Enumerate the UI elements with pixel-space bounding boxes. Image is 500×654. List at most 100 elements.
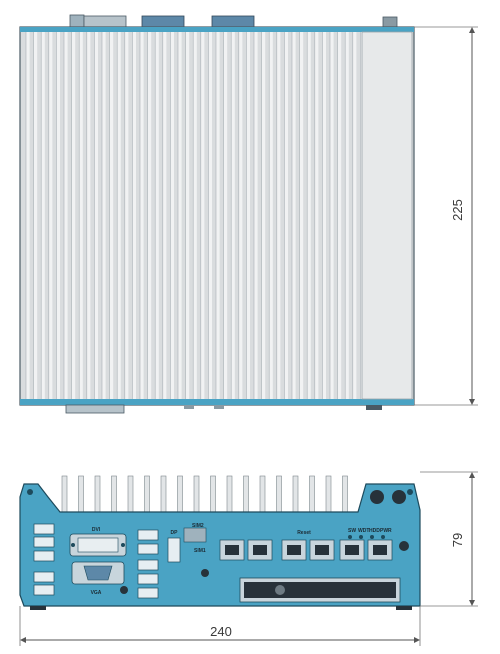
lan-port bbox=[219, 539, 245, 561]
vga-label: VGA bbox=[91, 590, 102, 596]
fin-highlight bbox=[71, 32, 76, 399]
fin-highlight bbox=[124, 32, 129, 399]
fin-highlight bbox=[64, 32, 68, 399]
side-panel bbox=[361, 31, 413, 400]
depth-label: 225 bbox=[450, 199, 465, 221]
fin-highlight bbox=[41, 32, 45, 399]
fin-highlight bbox=[261, 32, 266, 399]
height-dimension: 79 bbox=[420, 471, 478, 607]
antenna-hole-icon bbox=[370, 490, 384, 504]
vga-port: VGA bbox=[71, 561, 125, 596]
led-label-hdd: HDD bbox=[369, 528, 380, 534]
front-fin bbox=[144, 475, 150, 513]
lan-ports bbox=[219, 539, 393, 561]
front-fin bbox=[61, 475, 68, 513]
bottom-connector bbox=[184, 405, 194, 409]
lan-port bbox=[247, 539, 273, 561]
fin-highlight bbox=[102, 32, 106, 399]
fin-highlight bbox=[307, 32, 311, 399]
fin-highlight bbox=[231, 32, 235, 399]
depth-dimension: 225 bbox=[414, 26, 478, 406]
height-label: 79 bbox=[450, 533, 465, 547]
fin-highlight bbox=[117, 32, 121, 399]
fin-highlight bbox=[48, 32, 53, 399]
fin-highlight bbox=[299, 32, 304, 399]
lan-port bbox=[339, 539, 365, 561]
fin-highlight bbox=[147, 32, 152, 399]
fin-highlight bbox=[162, 32, 167, 399]
top-view bbox=[19, 14, 415, 414]
storage-tray bbox=[239, 577, 401, 603]
fin-highlight bbox=[79, 32, 83, 399]
front-fin bbox=[309, 475, 315, 513]
fin-highlight bbox=[94, 32, 98, 399]
front-fin bbox=[193, 475, 200, 513]
fin-highlight bbox=[170, 32, 174, 399]
lan-port bbox=[281, 539, 307, 561]
fin-highlight bbox=[140, 32, 144, 399]
dvi-port: DVI bbox=[69, 527, 127, 557]
fin-highlight bbox=[223, 32, 228, 399]
fin-highlight bbox=[254, 32, 258, 399]
front-fin bbox=[127, 475, 134, 513]
fin-highlight bbox=[330, 32, 334, 399]
top-connector bbox=[211, 15, 255, 28]
front-fin bbox=[259, 475, 266, 513]
fin-highlight bbox=[238, 32, 243, 399]
front-fin bbox=[243, 475, 249, 513]
led-label-wdt: WDT bbox=[358, 528, 369, 534]
front-fin bbox=[276, 475, 282, 513]
fin-highlight bbox=[33, 32, 38, 399]
top-connector bbox=[382, 16, 398, 28]
sim-slots: SIM2 SIM1 bbox=[183, 523, 207, 554]
fin-highlight bbox=[292, 32, 296, 399]
front-fin bbox=[226, 475, 233, 513]
front-fin bbox=[292, 475, 299, 513]
power-button-icon bbox=[399, 541, 409, 551]
sim2-label: SIM2 bbox=[192, 523, 204, 529]
sim1-label: SIM1 bbox=[194, 548, 206, 554]
fin-highlight bbox=[216, 32, 220, 399]
led-label-sw: SW bbox=[348, 528, 356, 534]
top-connector bbox=[69, 14, 85, 28]
front-view: DVI VGA DP SIM2 SIM1 Reset bbox=[19, 475, 421, 610]
fin-highlight bbox=[178, 32, 182, 399]
fin-highlight bbox=[86, 32, 91, 399]
top-edge bbox=[20, 27, 414, 32]
antenna-hole-icon bbox=[392, 490, 406, 504]
bottom-connector bbox=[214, 405, 224, 409]
front-fin bbox=[325, 475, 332, 513]
fin-highlight bbox=[352, 32, 357, 399]
dvi-label: DVI bbox=[92, 527, 101, 533]
fin-highlight bbox=[284, 32, 288, 399]
usb-ports-left bbox=[33, 523, 55, 596]
bottom-edge bbox=[20, 399, 414, 405]
front-fin bbox=[160, 475, 167, 513]
width-label: 240 bbox=[210, 624, 232, 639]
front-fin bbox=[111, 475, 117, 513]
front-fin bbox=[177, 475, 183, 513]
lan-port bbox=[367, 539, 393, 561]
bottom-connector bbox=[366, 405, 382, 410]
fin-highlight bbox=[109, 32, 114, 399]
fin-highlight bbox=[337, 32, 342, 399]
fin-highlight bbox=[276, 32, 281, 399]
front-fins bbox=[61, 475, 348, 513]
fin-highlight bbox=[322, 32, 326, 399]
fin-highlight bbox=[155, 32, 159, 399]
front-fin bbox=[342, 475, 348, 513]
bottom-connector bbox=[65, 404, 125, 414]
fin-highlight bbox=[26, 32, 30, 399]
audio-jack-icon bbox=[201, 569, 209, 577]
reset-button-icon bbox=[120, 586, 128, 594]
fin-highlight bbox=[132, 32, 136, 399]
led-label-pwr: PWR bbox=[380, 528, 392, 534]
fin-highlight bbox=[208, 32, 212, 399]
fin-highlight bbox=[56, 32, 60, 399]
dp-port: DP bbox=[167, 530, 181, 563]
fin-highlight bbox=[185, 32, 190, 399]
top-connector bbox=[83, 15, 127, 28]
width-dimension: 240 bbox=[19, 606, 421, 646]
lan-port bbox=[309, 539, 335, 561]
